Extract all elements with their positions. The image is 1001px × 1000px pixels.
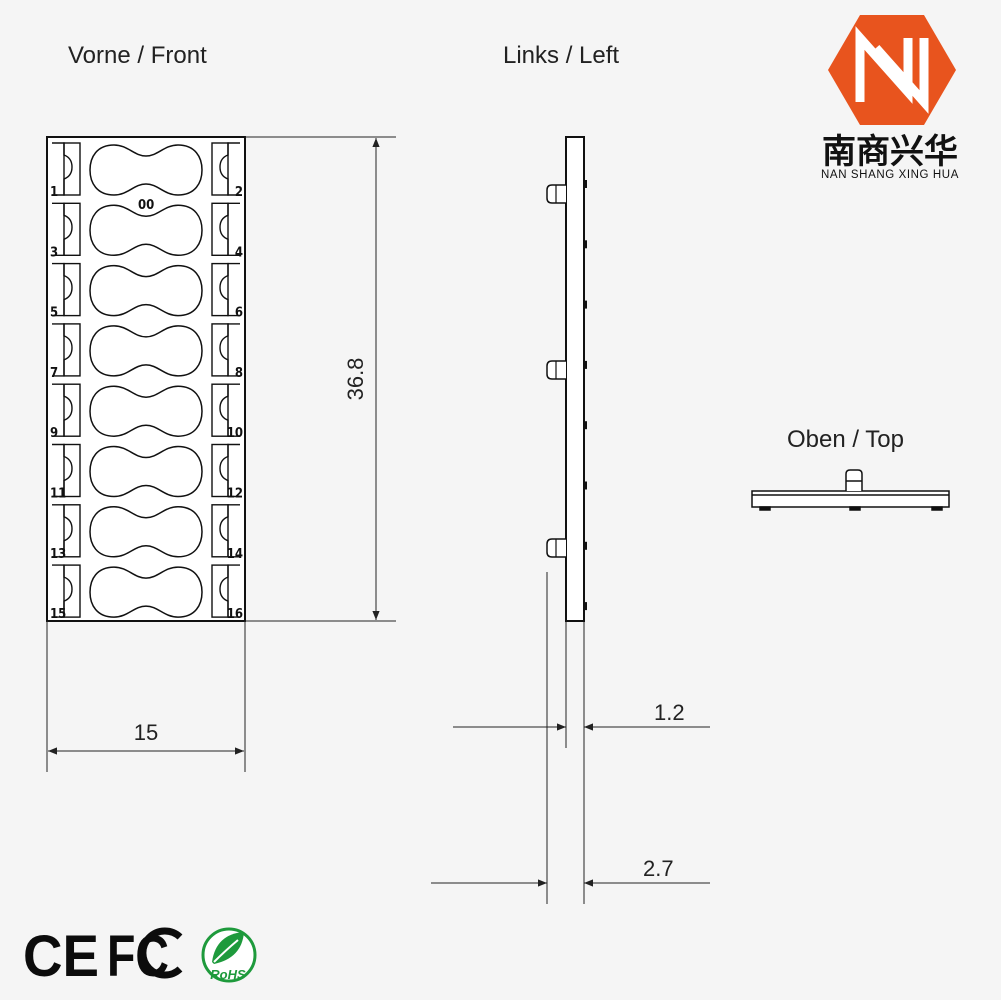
pad-label: 10 <box>227 426 243 441</box>
brand-logo: 南商兴华 NAN SHANG XING HUA <box>821 15 959 181</box>
height-dimension-label: 36.8 <box>343 358 368 401</box>
side-pad-mark <box>583 602 587 611</box>
solder-pad-left <box>52 504 73 558</box>
led-window <box>89 566 203 618</box>
svg-text:CE: CE <box>23 924 99 989</box>
solder-pad-right <box>219 383 240 437</box>
side-pad-mark <box>583 541 587 550</box>
pad-label: 4 <box>235 245 243 260</box>
rohs-mark-icon: RoHS <box>201 927 257 983</box>
led-window <box>89 385 203 437</box>
led-window <box>89 204 203 257</box>
board-thickness-label: 1.2 <box>654 700 685 725</box>
left-side-connectors <box>546 184 566 558</box>
front-row: 13 14 <box>50 504 243 562</box>
fcc-mark-icon: FC <box>107 924 183 989</box>
led-window <box>89 445 203 498</box>
solder-pad-left <box>52 323 73 377</box>
left-dimensions <box>431 572 710 904</box>
pad-label: 15 <box>50 607 66 622</box>
pad-label: 5 <box>50 306 58 321</box>
solder-pad-left <box>52 142 73 196</box>
left-side-pads <box>583 180 587 611</box>
pad-label: 11 <box>50 487 66 502</box>
front-row: 9 10 <box>50 383 243 441</box>
top-view <box>751 469 950 511</box>
solder-pad-right <box>219 202 240 256</box>
solder-pad-left <box>52 383 73 437</box>
pad-label: 3 <box>50 245 58 260</box>
solder-pad-right <box>219 323 240 377</box>
led-window <box>89 506 203 558</box>
brand-emblem-icon <box>828 15 956 125</box>
side-pad-mark <box>583 421 587 430</box>
pad-label: 6 <box>235 306 243 321</box>
pad-label: 12 <box>227 487 243 502</box>
solder-pad-right <box>219 504 240 558</box>
side-pad-mark <box>583 481 587 490</box>
left-board-side <box>565 136 585 622</box>
pad-label: 8 <box>235 366 243 381</box>
brand-name-cn: 南商兴华 <box>822 132 958 172</box>
solder-pad-left <box>52 262 73 317</box>
solder-pad-right <box>219 142 240 196</box>
left-view <box>546 136 587 622</box>
side-connector <box>546 184 566 204</box>
total-thickness-label: 2.7 <box>643 856 674 881</box>
solder-pad-right <box>219 443 240 498</box>
pad-label: 16 <box>227 607 243 622</box>
front-row: 11 12 <box>50 443 243 502</box>
side-pad-mark <box>583 180 587 188</box>
solder-pad-left <box>52 564 73 618</box>
solder-pad-left <box>52 443 73 498</box>
width-dimension-label: 15 <box>134 720 158 745</box>
top-board-edge <box>751 490 950 508</box>
side-connector <box>546 538 566 558</box>
pad-label: 2 <box>235 185 243 200</box>
front-dimensions <box>46 136 396 772</box>
pad-label: 1 <box>50 185 58 200</box>
solder-pad-right <box>219 564 240 618</box>
side-pad-mark <box>583 240 587 249</box>
led-window <box>89 144 203 196</box>
front-view-title: Vorne / Front <box>68 42 207 69</box>
left-view-title: Links / Left <box>503 42 619 69</box>
solder-pad-left <box>52 202 73 256</box>
led-window <box>89 264 203 317</box>
solder-pad-right <box>219 262 240 317</box>
side-pad-mark <box>583 300 587 309</box>
pad-label: 9 <box>50 426 58 441</box>
pad-label: 14 <box>227 547 243 562</box>
ce-mark-icon: CE <box>23 924 99 989</box>
brand-name-en: NAN SHANG XING HUA <box>821 169 959 181</box>
side-pad-mark <box>583 360 587 369</box>
led-window <box>89 325 203 377</box>
svg-text:RoHS: RoHS <box>210 967 246 982</box>
pad-label: 13 <box>50 547 66 562</box>
top-view-title: Oben / Top <box>787 426 904 453</box>
center-mark: 00 <box>138 198 154 213</box>
side-connector <box>546 360 566 380</box>
pad-label: 7 <box>50 366 58 381</box>
